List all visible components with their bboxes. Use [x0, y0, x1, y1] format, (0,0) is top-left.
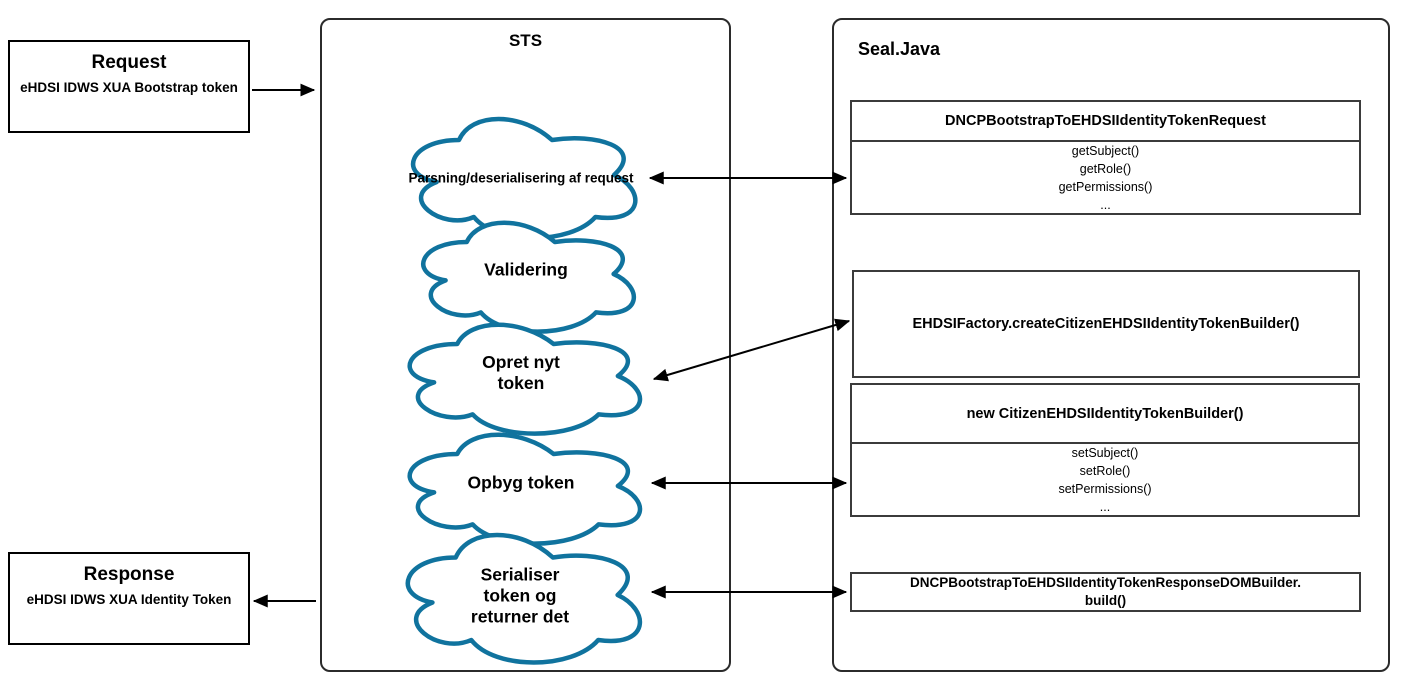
cloud-label-opret-nyt-token: Opret nyt token: [482, 352, 560, 393]
method-line: ...: [1100, 197, 1111, 212]
class-body: getSubject() getRole() getPermissions() …: [852, 140, 1359, 213]
response-subtitle: eHDSI IDWS XUA Identity Token: [26, 592, 232, 607]
class-body: setSubject() setRole() setPermissions() …: [852, 442, 1358, 515]
response-box: Response eHDSI IDWS XUA Identity Token: [8, 552, 250, 645]
cloud-label-serialiser: Serialiser token og returner det: [470, 564, 570, 627]
method-line: getSubject(): [1071, 143, 1140, 158]
request-title: Request: [91, 52, 167, 73]
class-box-identity-token-request: DNCPBootstrapToEHDSIIdentityTokenRequest…: [850, 100, 1361, 215]
class-header: DNCPBootstrapToEHDSIIdentityTokenRequest: [945, 113, 1266, 129]
class-box-response-dom-builder: DNCPBootstrapToEHDSIIdentityTokenRespons…: [850, 572, 1361, 612]
method-line: setPermissions(): [1058, 481, 1152, 496]
class-header: EHDSIFactory.createCitizenEHDSIIdentityT…: [912, 316, 1300, 332]
method-line: getRole(): [1079, 161, 1132, 176]
class-box-token-builder: new CitizenEHDSIIdentityTokenBuilder() s…: [850, 383, 1360, 517]
seal-java-title: Seal.Java: [858, 39, 941, 59]
sts-title: STS: [508, 31, 543, 50]
class-box-ehdsi-factory: EHDSIFactory.createCitizenEHDSIIdentityT…: [852, 270, 1360, 378]
cloud-label-parsning: Parsning/deserialisering af request: [408, 170, 634, 186]
request-box: Request eHDSI IDWS XUA Bootstrap token: [8, 40, 250, 133]
method-line: setRole(): [1079, 463, 1131, 478]
method-line: ...: [1099, 499, 1111, 514]
class-header: DNCPBootstrapToEHDSIIdentityTokenRespons…: [909, 575, 1302, 608]
class-header: new CitizenEHDSIIdentityTokenBuilder(): [966, 405, 1244, 422]
cloud-label-validering: Validering: [484, 259, 568, 280]
cloud-label-opbyg-token: Opbyg token: [467, 472, 575, 493]
method-line: setSubject(): [1071, 445, 1139, 460]
method-line: getPermissions(): [1058, 179, 1153, 194]
request-subtitle: eHDSI IDWS XUA Bootstrap token: [20, 80, 238, 95]
response-title: Response: [83, 564, 175, 585]
